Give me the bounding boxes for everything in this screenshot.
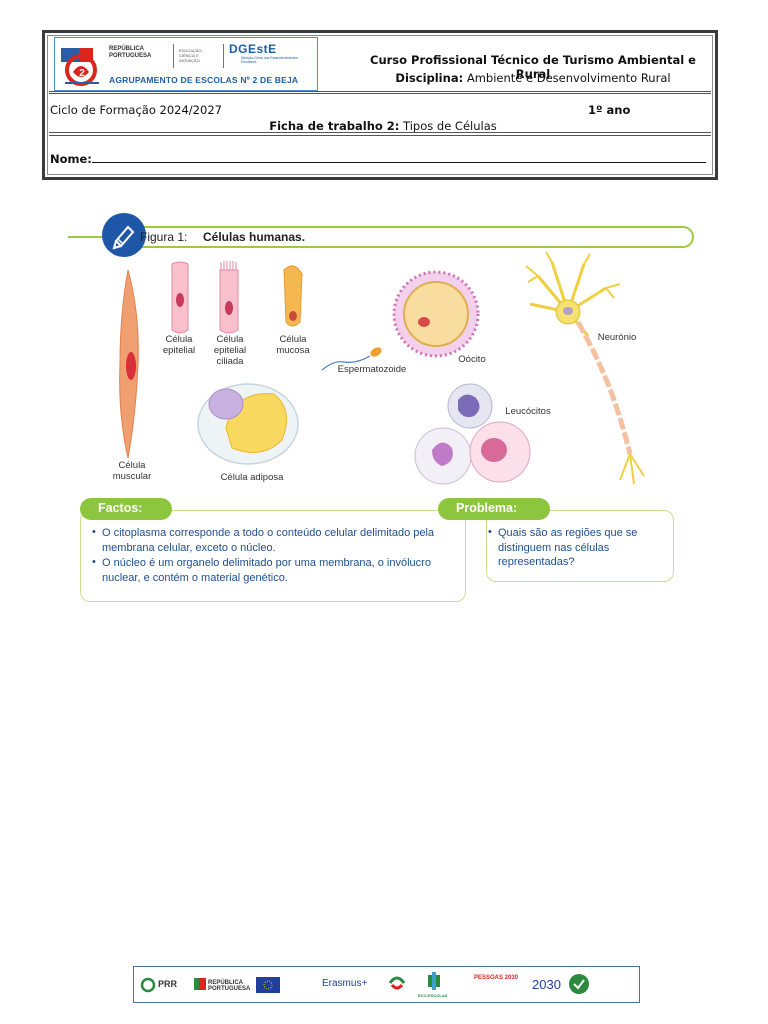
portugal-2030-logo: 2030: [532, 977, 561, 992]
quality-logo-icon: [388, 976, 406, 990]
republica-flag-icon: [194, 978, 206, 990]
school-emblem-icon: 2: [61, 48, 99, 86]
eco-escolas-icon: [428, 972, 440, 990]
epithelial-cell-image: [171, 261, 189, 334]
neuron-image: [525, 251, 645, 485]
subject-value: Ambiente e Desenvolvimento Rural: [463, 71, 671, 85]
dgeste-logo-text: DGEstE: [229, 42, 277, 56]
adipose-cell-label: Célula adiposa: [220, 472, 284, 483]
fact-item: O citoplasma corresponde a todo o conteú…: [102, 527, 435, 554]
problem-badge: Problema:: [438, 498, 550, 520]
figure-title: Células humanas.: [203, 230, 306, 244]
prr-logo: PRR: [158, 979, 178, 989]
worksheet-title: Ficha de trabalho 2: Tipos de Células: [45, 119, 721, 133]
school-year: 1º ano: [588, 103, 631, 117]
school-logo-banner: 2 REPÚBLICA PORTUGUESA EDUCAÇÃO, CIÊNCIA…: [54, 37, 318, 91]
sperm-image: [321, 347, 382, 371]
muscle-cell-image: [119, 269, 139, 459]
figure-human-cells: Figura 1: Células humanas.: [68, 204, 700, 608]
prr-logo-icon: [140, 977, 156, 993]
ciliated-epithelial-cell-image: [219, 261, 239, 334]
muscle-cell-label: Célula muscular: [112, 460, 152, 482]
erasmus-logo: Erasmus+: [322, 978, 368, 989]
oocyte-label: Oócito: [458, 354, 486, 365]
name-field[interactable]: Nome:: [50, 152, 706, 166]
course-title: Curso Profissional Técnico de Turismo Am…: [370, 53, 696, 81]
leukocytes-label: Leucócitos: [505, 406, 551, 417]
worksheet-header: 2 REPÚBLICA PORTUGUESA EDUCAÇÃO, CIÊNCIA…: [42, 30, 718, 180]
eco-escolas-logo: ECO-ESCOLAS: [418, 993, 448, 998]
name-blank-line[interactable]: [91, 152, 706, 163]
republica-logo-text: REPÚBLICA PORTUGUESA: [109, 46, 152, 59]
mucous-cell-label: Célula mucosa: [276, 334, 310, 356]
funding-logos-footer: PRR REPÚBLICA PORTUGUESA Erasmus+ ECO-ES…: [133, 966, 640, 1003]
figure-label: Figura 1:: [140, 230, 188, 244]
eu-flag-icon: [256, 977, 280, 993]
header-divider: [49, 91, 711, 94]
pessoas-2030-logo: PESSOAS 2030: [474, 975, 519, 981]
cell-illustrations: [119, 251, 645, 485]
eqavet-seal-icon: [569, 974, 589, 994]
problem-box: [486, 510, 674, 582]
neuron-label: Neurónio: [597, 332, 637, 343]
mucous-cell-image: [283, 265, 303, 327]
facts-badge: Factos:: [80, 498, 172, 520]
worksheet-topic: Tipos de Células: [399, 119, 497, 133]
pencil-icon: [102, 213, 146, 257]
training-cycle: Ciclo de Formação 2024/2027: [50, 103, 222, 117]
subject-label: Disciplina:: [395, 71, 464, 85]
agrupamento-name: AGRUPAMENTO DE ESCOLAS Nº 2 DE BEJA: [109, 75, 299, 85]
name-label: Nome:: [50, 152, 92, 166]
facts-box: [80, 510, 466, 602]
fact-item: O núcleo é um organelo delimitado por um…: [102, 557, 431, 584]
worksheet-label: Ficha de trabalho 2:: [269, 119, 400, 133]
sperm-label: Espermatozoide: [337, 364, 407, 375]
educacao-logo-text: EDUCAÇÃO, CIÊNCIA E INOVAÇÃO: [179, 48, 203, 63]
subject-line: Disciplina: Ambiente e Desenvolvimento R…: [355, 71, 711, 85]
oocyte-image: [392, 270, 480, 358]
ciliated-cell-label: Célula epitelial ciliada: [213, 334, 247, 367]
svg-text:2: 2: [79, 68, 85, 79]
adipose-cell-image: [197, 383, 299, 465]
republica-logo: REPÚBLICA PORTUGUESA: [208, 980, 251, 992]
dgeste-logo-subtext: Direção-Geral dos Estabelecimentos Escol…: [241, 56, 298, 64]
epithelial-cell-label: Célula epitelial: [162, 334, 196, 356]
problem-item: Quais são as regiões que se distinguem n…: [498, 527, 638, 568]
leukocytes-image: [414, 383, 531, 485]
figure-title-bar: [120, 226, 694, 248]
name-divider: [49, 132, 711, 136]
